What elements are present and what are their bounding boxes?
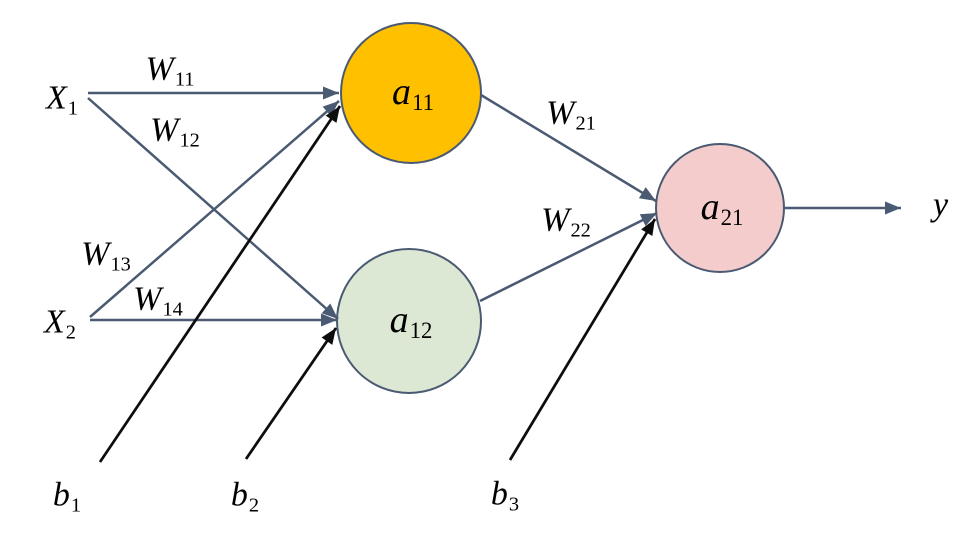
weight-w14-label: W14 — [133, 282, 183, 319]
weight-w21-sub: 21 — [575, 112, 596, 135]
weight-w11-main: W — [145, 50, 174, 88]
weight-w22-label: W22 — [541, 203, 591, 240]
edge-a12-a21 — [479, 211, 658, 303]
node-a11-sub: 11 — [412, 90, 434, 116]
bias-b3-label: b3 — [491, 477, 519, 514]
edge-b2-a12 — [244, 327, 338, 460]
node-a12-main: a — [389, 298, 409, 341]
input-x2-label: X2 — [44, 305, 76, 342]
weight-w22-sub: 22 — [570, 219, 591, 242]
edge-x2-a11 — [89, 100, 340, 318]
bias-b3-sub: 3 — [508, 493, 520, 516]
node-a12-sub: 12 — [409, 318, 433, 344]
bias-b2-label: b2 — [231, 478, 259, 515]
input-x2-sub: 2 — [65, 321, 76, 344]
node-a21-label: a21 — [701, 188, 744, 230]
weight-w13-label: W13 — [81, 237, 131, 274]
node-a21-circle — [655, 143, 785, 273]
weight-w14-main: W — [133, 280, 162, 318]
node-a21-main: a — [700, 185, 720, 228]
node-a11-circle — [340, 22, 482, 164]
bias-b3-main: b — [490, 475, 508, 513]
weight-w13-main: W — [81, 235, 110, 273]
bias-b1-main: b — [52, 476, 70, 514]
weight-w21-label: W21 — [546, 96, 596, 133]
weight-w11-sub: 11 — [174, 68, 195, 91]
weight-w12-main: W — [150, 111, 179, 149]
node-a12-label: a12 — [390, 301, 433, 343]
output-y-label: y — [933, 188, 949, 225]
node-a11-main: a — [392, 70, 412, 113]
weight-w21-main: W — [546, 94, 575, 132]
input-x1-main: X — [46, 79, 67, 117]
bias-b1-label: b1 — [53, 478, 81, 515]
edge-b3-a21 — [508, 218, 657, 461]
node-a21-sub: 21 — [720, 205, 744, 231]
weight-w11-label: W11 — [146, 52, 195, 89]
bias-b2-main: b — [230, 476, 248, 514]
edge-a11-a21 — [480, 93, 657, 203]
bias-b1-sub: 1 — [70, 494, 82, 517]
input-x2-main: X — [44, 303, 65, 341]
weight-w12-sub: 12 — [179, 129, 200, 152]
input-x1-label: X1 — [46, 81, 78, 118]
weight-w22-main: W — [541, 201, 570, 239]
bias-b2-sub: 2 — [248, 494, 260, 517]
output-y-main: y — [932, 186, 949, 224]
edge-x1-a12 — [87, 97, 339, 320]
weight-w13-sub: 13 — [110, 253, 131, 276]
input-x1-sub: 1 — [67, 97, 78, 120]
weight-w12-label: W12 — [150, 113, 200, 150]
edge-b1-a11 — [98, 105, 342, 463]
node-a11-label: a11 — [392, 73, 434, 115]
weight-w14-sub: 14 — [162, 298, 183, 321]
